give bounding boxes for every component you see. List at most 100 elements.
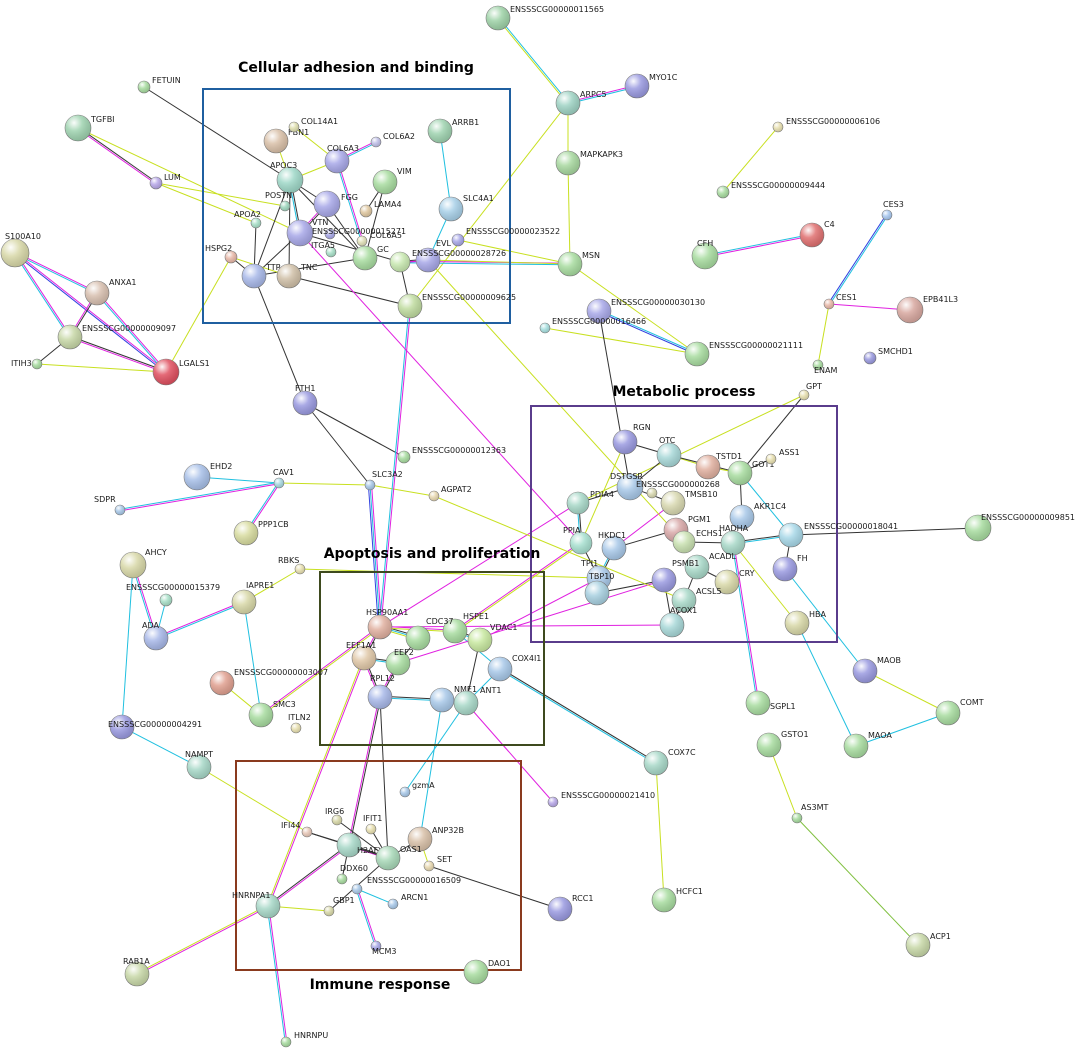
node-vtn[interactable]: VTN: [286, 218, 328, 247]
node-sgpl1[interactable]: SGPL1: [745, 690, 796, 716]
node-enam[interactable]: ENAM: [812, 359, 838, 375]
node-rcc1[interactable]: RCC1: [547, 894, 593, 922]
node-ifit1[interactable]: IFIT1: [363, 814, 382, 835]
node-ddx60[interactable]: DDX60: [336, 864, 368, 885]
node-dao1[interactable]: DAO1: [463, 959, 511, 985]
node-comt[interactable]: COMT: [935, 698, 984, 726]
node-smchd1[interactable]: SMCHD1: [863, 347, 913, 365]
node-enssscg00000023522[interactable]: ENSSSCG00000023522: [451, 227, 560, 247]
node-rab1a[interactable]: RAB1A: [123, 957, 150, 987]
node-itln2[interactable]: ITLN2: [288, 713, 311, 734]
node-acadl[interactable]: ACADL: [684, 552, 737, 580]
node-enssscg00000016509[interactable]: ENSSSCG00000016509: [351, 876, 461, 895]
node-evl[interactable]: EVL: [415, 239, 452, 273]
node-ahcy[interactable]: AHCY: [119, 548, 167, 579]
node-ant1[interactable]: ANT1: [453, 686, 501, 716]
node-eef2[interactable]: EEF2: [385, 648, 414, 676]
node-pdia4[interactable]: PDIA4: [566, 490, 614, 515]
node-tgfbi[interactable]: TGFBI: [64, 114, 115, 142]
node-dstgsr[interactable]: DSTGSR: [610, 472, 643, 501]
node-iapre1[interactable]: IAPRE1: [231, 581, 274, 615]
node-hnrnpu[interactable]: HNRNPU: [280, 1031, 328, 1048]
node-myo1c[interactable]: MYO1C: [624, 73, 678, 99]
node-irg6[interactable]: IRG6: [325, 807, 344, 826]
node-vdac1[interactable]: VDAC1: [467, 623, 518, 653]
node-ass1[interactable]: ASS1: [765, 448, 800, 465]
node-anxa1[interactable]: ANXA1: [84, 278, 137, 306]
node-hspg2[interactable]: HSPG2: [205, 244, 238, 264]
node-enssscg00000015271[interactable]: ENSSSCG00000015271: [312, 227, 406, 240]
node-msn[interactable]: MSN: [557, 251, 600, 277]
node-tstd1[interactable]: TSTD1: [695, 452, 742, 480]
node-as3mt[interactable]: AS3MT: [791, 803, 829, 824]
node-acox1[interactable]: ACOX1: [659, 606, 697, 638]
node-itga5[interactable]: ITGA5: [311, 241, 337, 258]
node-enssscg00000012363[interactable]: ENSSSCG00000012363: [397, 446, 506, 464]
node-col6a5[interactable]: COL6A5: [356, 231, 402, 247]
node-s100a10[interactable]: S100A10: [0, 232, 41, 268]
node-acp1[interactable]: ACP1: [905, 932, 951, 958]
node-arpc5[interactable]: ARPC5: [555, 90, 607, 116]
node-sdpr[interactable]: SDPR: [94, 495, 126, 516]
node-maob[interactable]: MAOB: [852, 656, 901, 684]
node-gc[interactable]: GC: [352, 245, 389, 271]
node-ppp1cb[interactable]: PPP1CB: [233, 520, 289, 546]
node-fgg[interactable]: FGG: [313, 190, 358, 218]
node-col6a2[interactable]: COL6A2: [370, 132, 415, 148]
node-lum[interactable]: LUM: [149, 173, 181, 190]
node-hadha[interactable]: HADHA: [719, 524, 749, 556]
node-hsp90aa1[interactable]: HSP90AA1: [366, 608, 408, 640]
node-postn[interactable]: POSTN: [265, 191, 292, 212]
node-gpt[interactable]: GPT: [798, 382, 822, 401]
node-h2afy[interactable]: H2AFY: [336, 832, 383, 858]
node-otc[interactable]: OTC: [656, 436, 682, 468]
node-enssscg00000021111[interactable]: ENSSSCG00000021111: [684, 341, 803, 367]
node-cox4i1[interactable]: COX4I1: [487, 654, 541, 682]
node-rgn[interactable]: RGN: [612, 423, 651, 455]
node-enssscg00000004291[interactable]: ENSSSCG00000004291: [108, 714, 202, 740]
node-smc3[interactable]: SMC3: [248, 700, 296, 728]
node-hba[interactable]: HBA: [784, 610, 827, 636]
node-enssscg00000009851[interactable]: ENSSSCG00000009851: [964, 513, 1075, 542]
node-enssscg00000021410[interactable]: ENSSSCG00000021410: [547, 791, 655, 808]
node-lgals1[interactable]: LGALS1: [152, 358, 210, 386]
node-epb41l3[interactable]: EPB41L3: [896, 295, 958, 324]
node-rpl12[interactable]: RPL12: [367, 674, 395, 710]
node-fh[interactable]: FH: [772, 554, 808, 582]
node-cox7c[interactable]: COX7C: [643, 748, 696, 776]
node-enssscg00000030130[interactable]: ENSSSCG00000030130: [586, 298, 705, 324]
node-apoc3[interactable]: APOC3: [270, 161, 304, 194]
node-ppia[interactable]: PPIA: [563, 526, 593, 555]
node-ada[interactable]: ADA: [142, 621, 169, 651]
node-ifi44[interactable]: IFI44: [281, 821, 313, 838]
node-cdc37[interactable]: CDC37: [405, 617, 454, 651]
node-enssscg00000006106[interactable]: ENSSSCG00000006106: [772, 117, 880, 133]
node-slc3a2[interactable]: SLC3A2: [364, 470, 403, 491]
node-enssscg00000016466[interactable]: ENSSSCG00000016466: [539, 317, 646, 334]
node-psmb1[interactable]: PSMB1: [651, 559, 699, 593]
node-gbp1[interactable]: GBP1: [323, 896, 355, 917]
node-lama4[interactable]: LAMA4: [359, 200, 402, 218]
node-hnrnpa1[interactable]: HNRNPA1: [232, 891, 281, 919]
node-enssscg00000009625[interactable]: ENSSSCG00000009625: [397, 293, 516, 319]
node-nme1[interactable]: NME1: [429, 685, 477, 713]
node-arcn1[interactable]: ARCN1: [387, 893, 428, 910]
node-cav1[interactable]: CAV1: [273, 468, 294, 489]
node-cfh[interactable]: CFH: [691, 239, 719, 270]
node-mcm3[interactable]: MCM3: [370, 940, 396, 956]
node-hspe1[interactable]: HSPE1: [442, 612, 489, 644]
node-hcfc1[interactable]: HCFC1: [651, 887, 703, 913]
node-nampt[interactable]: NAMPT: [185, 750, 213, 780]
node-agpat2[interactable]: AGPAT2: [428, 485, 472, 502]
node-vim[interactable]: VIM: [372, 167, 412, 195]
node-mapkapk3[interactable]: MAPKAPK3: [555, 150, 623, 176]
node-fth1[interactable]: FTH1: [292, 384, 318, 416]
node-enssscg00000011565[interactable]: ENSSSCG00000011565: [485, 5, 604, 31]
node-gsto1[interactable]: GSTO1: [756, 730, 809, 758]
node-enssscg00000015379[interactable]: ENSSSCG00000015379: [126, 583, 220, 607]
node-set[interactable]: SET: [423, 855, 452, 872]
node-cry[interactable]: CRY: [714, 569, 755, 595]
node-arrb1[interactable]: ARRB1: [427, 118, 479, 144]
node-acsl5[interactable]: ACSL5: [671, 587, 722, 613]
node-col14a1[interactable]: COL14A1: [288, 117, 338, 133]
